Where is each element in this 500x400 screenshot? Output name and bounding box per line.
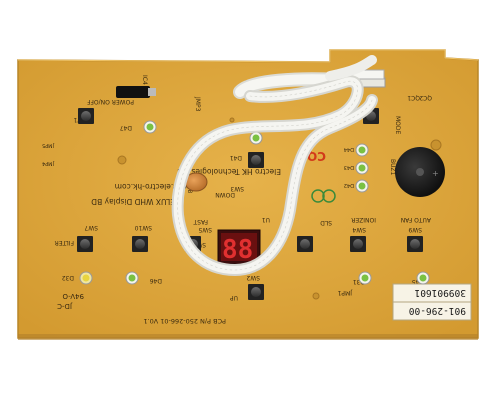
labels-d46: D46: [150, 277, 162, 284]
product-text: ELUX WHD Display BD: [91, 197, 175, 206]
board-serial: 309901601: [414, 287, 466, 298]
labels-fast: FAST: [193, 218, 208, 225]
labels-ionizer: IONIZER: [351, 216, 376, 223]
labels-jmp4: JMP4: [42, 160, 55, 166]
labels-d31: D31: [353, 278, 365, 285]
labels-filter: FILTER: [55, 239, 74, 246]
led-d31: [358, 271, 372, 285]
tactile-switches: [77, 108, 423, 300]
led-d43: [355, 161, 369, 175]
leds: [79, 120, 430, 285]
company-text: Electro HK Technologies Ltd: [177, 167, 281, 176]
labels-down: DOWN: [215, 191, 235, 198]
ribbon-cable: [171, 55, 378, 277]
silk-label: +: [432, 169, 439, 178]
pcb-pn-text: PCB P/N 250-266-01 V0.1: [143, 317, 226, 325]
part-label: 309901601 901-296-00: [392, 283, 472, 321]
labels-qc2: QC2: [419, 94, 432, 101]
switch-sw4: [350, 236, 366, 252]
labels-jmp5: JMP5: [42, 142, 55, 148]
switch-sw8: [297, 236, 313, 252]
labels-buz1: BUZ1: [389, 159, 396, 176]
website-text: www.electro-hk.com: [115, 182, 191, 191]
board-part_number: 901-296-00: [409, 305, 466, 316]
led-d42: [355, 179, 369, 193]
labels-sw7: SW7: [84, 224, 98, 231]
switch-sw10: [132, 236, 148, 252]
labels-d42: D42: [344, 182, 354, 188]
led-d44: [355, 143, 369, 157]
labels-d44: D44: [344, 146, 354, 152]
labels-d43: D43: [344, 164, 354, 170]
led-d32: [79, 271, 93, 285]
labels-jmp1: JMP1: [337, 289, 353, 296]
switch-sw1: [78, 108, 94, 124]
labels-qc1: QC1: [407, 94, 420, 101]
labels-ic4: IC4: [141, 75, 148, 85]
led-d41: [249, 131, 263, 145]
ic4-component: [116, 86, 156, 98]
switch-sw7: [77, 236, 93, 252]
labels-autofan: AUTO FAN: [401, 216, 431, 223]
labels-sw5: SW5: [198, 226, 212, 233]
labels-jmp3: JMP3: [194, 96, 201, 112]
labels-up: UP: [230, 294, 238, 301]
seven-segment-display: 88: [217, 229, 261, 265]
rating-text: 94V-O: [62, 292, 84, 300]
labels-mode: MODE: [394, 116, 401, 135]
labels-sw9: SW9: [408, 226, 422, 233]
labels-sld: SLD: [320, 219, 332, 226]
led-d47: [143, 120, 157, 134]
labels-power: POWER ON/OFF: [86, 98, 134, 105]
mounting-holes: [117, 117, 442, 300]
labels-sw3: SW3: [230, 185, 244, 192]
jd-text: JD-C: [57, 302, 73, 310]
labels-d32: D32: [62, 274, 74, 281]
labels-u1: U1: [262, 216, 270, 223]
labels-d41: D41: [230, 154, 242, 161]
labels-sw4: SW4: [352, 226, 366, 233]
switch-sw2: [248, 284, 264, 300]
switch-sw3: [248, 152, 264, 168]
labels-sw2: SW2: [246, 274, 260, 281]
led-d45: [416, 271, 430, 285]
labels-display_digits: 88: [222, 235, 253, 265]
buzzer: +: [395, 147, 445, 197]
switch-sw9: [407, 236, 423, 252]
labels-sw10: SW10: [134, 224, 152, 231]
labels-d47: D47: [120, 124, 132, 131]
led-d46: [125, 271, 139, 285]
